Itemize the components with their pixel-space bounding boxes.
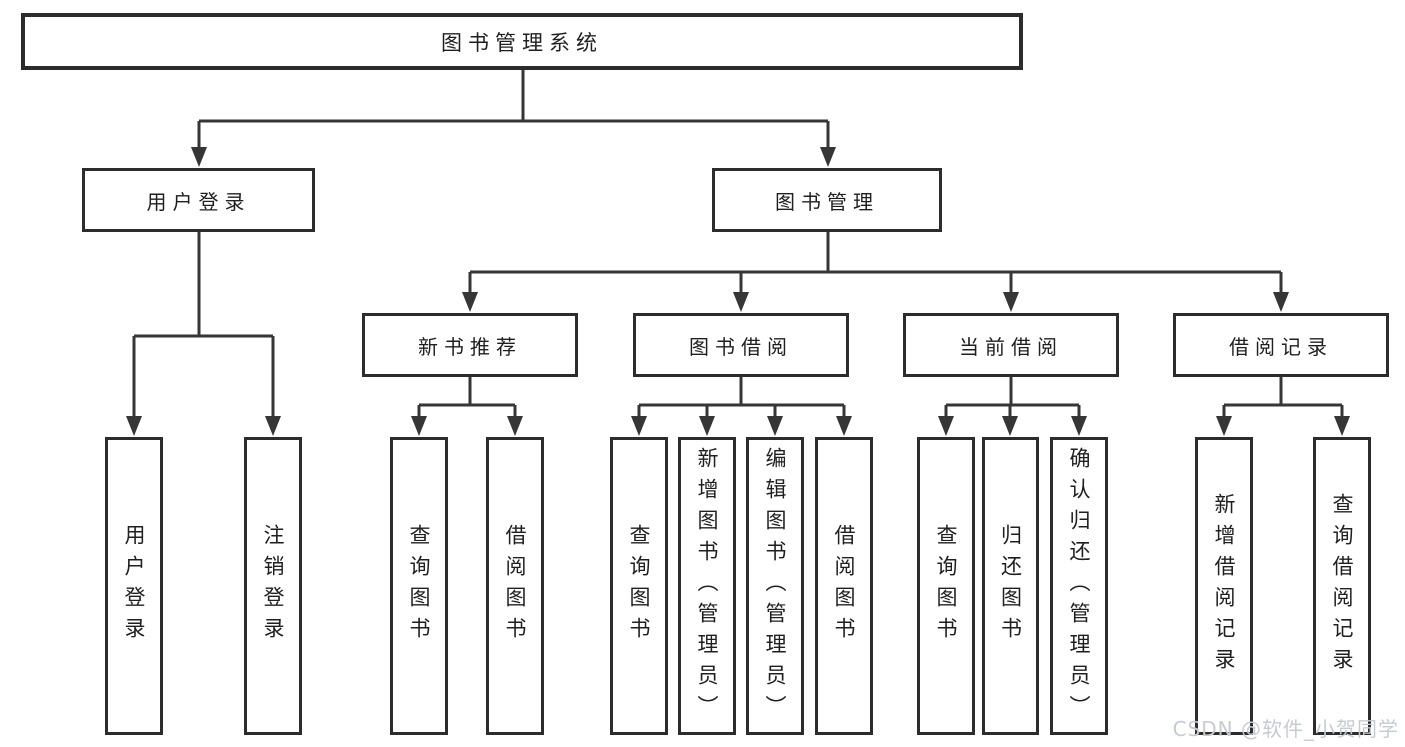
node-current-borrowing: 当前借阅 [903, 313, 1119, 377]
node-user-login: 用户登录 [82, 168, 315, 232]
node-edit-books-admin: 编辑图书（管理员） [746, 437, 804, 735]
node-label: 新增图书（管理员） [695, 446, 720, 726]
node-query-books-current: 查询图书 [917, 437, 975, 735]
node-book-borrowing: 图书借阅 [633, 313, 849, 377]
node-label: 注销登录 [261, 524, 286, 648]
node-label: 借阅图书 [503, 524, 528, 648]
node-add-books-admin: 新增图书（管理员） [678, 437, 736, 735]
node-borrow-books: 借阅图书 [815, 437, 873, 735]
node-new-book-recommendation: 新书推荐 [362, 313, 578, 377]
node-label: 图书借阅 [689, 334, 793, 359]
node-label: 新增借阅记录 [1212, 493, 1237, 679]
node-label: 借阅记录 [1229, 334, 1333, 359]
node-label: 归还图书 [998, 524, 1023, 648]
node-borrow-books-recommend: 借阅图书 [486, 437, 544, 735]
node-library-management-system: 图书管理系统 [21, 13, 1023, 70]
node-label: 借阅图书 [832, 524, 857, 648]
node-user-login-leaf: 用户登录 [105, 437, 163, 735]
node-label: 查询图书 [407, 524, 432, 648]
node-label: 查询借阅记录 [1330, 493, 1355, 679]
node-query-books-borrowing: 查询图书 [610, 437, 668, 735]
node-label: 查询图书 [627, 524, 652, 648]
node-book-management: 图书管理 [712, 168, 942, 232]
node-label: 新书推荐 [418, 334, 522, 359]
node-label: 编辑图书（管理员） [763, 446, 788, 726]
csdn-watermark: CSDN @软件_小贺同学 [1172, 717, 1399, 741]
node-label: 查询图书 [934, 524, 959, 648]
node-label: 确认归还（管理员） [1067, 446, 1092, 726]
node-label: 当前借阅 [959, 334, 1063, 359]
node-return-books: 归还图书 [982, 437, 1039, 735]
connector-paths [132, 70, 1344, 420]
node-label: 图书管理系统 [441, 30, 603, 55]
node-label: 用户登录 [122, 524, 147, 648]
node-label: 用户登录 [146, 189, 251, 214]
node-label: 图书管理 [775, 189, 879, 214]
node-query-books-recommend: 查询图书 [390, 437, 448, 735]
arrowheads [126, 147, 1350, 436]
node-query-borrow-record: 查询借阅记录 [1313, 437, 1371, 735]
node-confirm-return-admin: 确认归还（管理员） [1050, 437, 1108, 735]
node-borrowing-records: 借阅记录 [1173, 313, 1389, 377]
node-add-borrow-record: 新增借阅记录 [1195, 437, 1253, 735]
node-logout: 注销登录 [244, 437, 302, 735]
